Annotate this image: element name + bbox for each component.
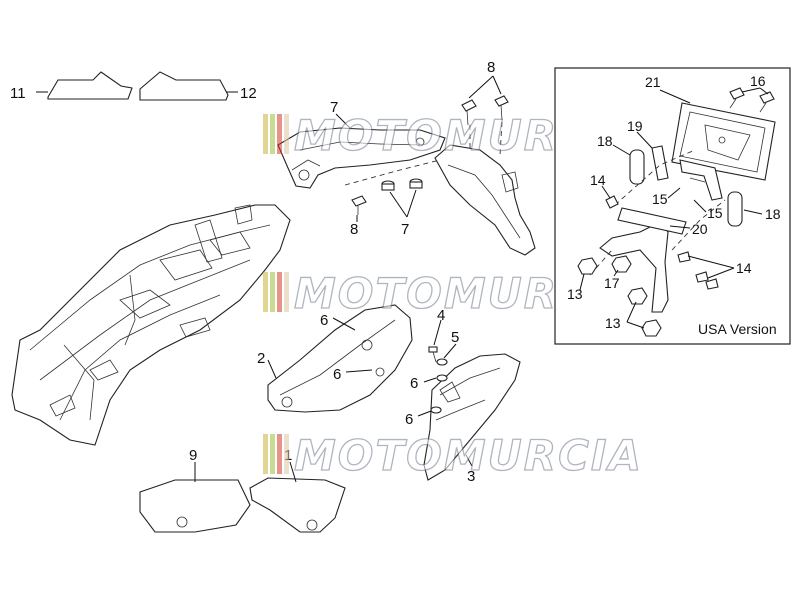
leader-1 <box>289 461 297 483</box>
leader-6a <box>332 317 356 331</box>
callout-7-lower: 7 <box>401 221 409 238</box>
callout-6a: 6 <box>320 312 328 329</box>
washer-5 <box>436 358 448 366</box>
callout-3: 3 <box>467 468 475 485</box>
callout-7-upper: 7 <box>330 99 338 116</box>
leader-13b-b <box>626 321 645 329</box>
part-12-trim-piece <box>139 71 229 101</box>
leader-19 <box>636 131 653 149</box>
part-11-trim-piece <box>47 71 133 100</box>
callout-20: 20 <box>692 221 708 237</box>
grommet-6d <box>430 406 442 414</box>
leader-21 <box>659 89 691 104</box>
leader-13a <box>579 273 585 291</box>
callout-18a: 18 <box>597 133 613 149</box>
leader-14b-b <box>707 267 735 279</box>
leader-7b-a <box>389 191 408 218</box>
grommet-6c <box>436 374 448 382</box>
callout-14b: 14 <box>736 260 752 276</box>
callout-2: 2 <box>257 350 265 367</box>
callout-12: 12 <box>240 85 257 102</box>
callout-16: 16 <box>750 73 766 89</box>
assembly-line-bracket <box>344 159 441 186</box>
screws-14-lower <box>677 251 719 290</box>
screw-14-upper <box>605 195 619 209</box>
watermark-text-bottom: MOTOMURCIA <box>294 431 643 480</box>
part-1-sticker <box>249 477 346 533</box>
callout-5: 5 <box>451 329 459 346</box>
usa-version-inset: 21 16 19 18 18 20 <box>554 67 791 345</box>
leader-15b <box>693 199 707 213</box>
leader-18b <box>743 209 763 215</box>
callout-17: 17 <box>604 275 620 291</box>
part-18-reflector-left <box>629 149 645 185</box>
nut-17 <box>611 255 632 273</box>
callout-14a: 14 <box>590 172 606 188</box>
leader-6c <box>423 377 437 383</box>
bolt-8-lower <box>351 195 367 215</box>
callout-4: 4 <box>437 307 445 324</box>
leader-7-upper <box>335 113 351 129</box>
callout-13a: 13 <box>567 286 583 302</box>
leader-16b <box>759 87 769 95</box>
inset-assembly-line-1 <box>614 149 696 206</box>
leader-17 <box>613 269 619 277</box>
screw-4 <box>428 346 438 363</box>
part-21-license-plate-holder <box>671 102 776 181</box>
leader-14b-a <box>687 255 735 269</box>
leader-3 <box>465 454 473 467</box>
callout-13b: 13 <box>605 315 621 331</box>
callout-9: 9 <box>189 447 197 464</box>
leader-8b <box>492 75 502 95</box>
nut-13-upper <box>577 257 598 275</box>
leader-18a <box>612 144 631 156</box>
callout-15b: 15 <box>707 205 723 221</box>
watermark-bottom: MOTOMURCIA <box>263 430 643 481</box>
callout-19: 19 <box>627 118 643 134</box>
callout-6c: 6 <box>410 375 418 392</box>
leader-14a <box>601 185 611 199</box>
inset-assembly-line-2 <box>671 199 726 251</box>
leader-4 <box>433 319 442 346</box>
leader-2 <box>267 359 277 379</box>
leader-6d <box>417 410 432 417</box>
part-9-sticker <box>139 479 251 533</box>
leader-15a <box>667 187 681 199</box>
part-tail-light-housing <box>434 144 536 256</box>
leader-16a <box>741 87 761 93</box>
leader-13b-a <box>626 301 637 323</box>
callout-6b: 6 <box>333 366 341 383</box>
clips-7-lower <box>381 178 423 191</box>
assembly-line-bolts <box>469 121 503 156</box>
nuts-13-lower <box>627 287 662 337</box>
leader-8a <box>468 75 494 99</box>
callout-8-lower: 8 <box>350 221 358 238</box>
usa-version-caption: USA Version <box>698 321 777 337</box>
leader-6b <box>345 369 373 373</box>
inset-assembly-line-3 <box>589 249 613 276</box>
part-2-side-panel <box>267 304 413 413</box>
callout-11: 11 <box>10 85 26 102</box>
callout-6d: 6 <box>405 411 413 428</box>
callout-18b: 18 <box>765 206 781 222</box>
callout-15a: 15 <box>652 191 668 207</box>
callout-8-upper: 8 <box>487 59 495 76</box>
part-3-side-panel <box>423 353 521 481</box>
part-rear-undertray <box>11 204 291 446</box>
bolts-8-upper <box>461 95 509 126</box>
part-20-mounting-bracket <box>599 159 723 313</box>
part-19-reflector-bracket <box>651 145 669 181</box>
part-rear-bracket <box>277 127 446 189</box>
callout-21: 21 <box>645 74 661 90</box>
leader-5 <box>443 343 457 359</box>
part-18-reflector-right <box>727 191 743 227</box>
leader-20 <box>669 225 691 229</box>
leader-7b-b <box>406 189 417 218</box>
screws-16 <box>729 87 775 113</box>
